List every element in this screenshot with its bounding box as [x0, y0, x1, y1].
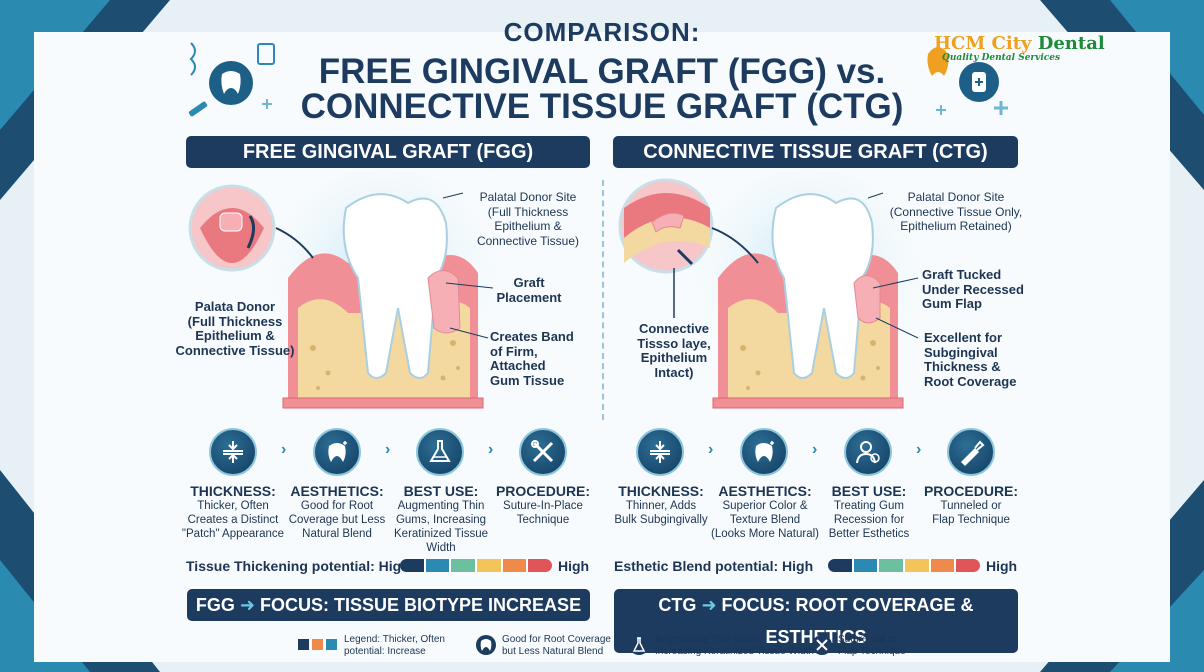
fgg-potential-end: High [558, 558, 590, 574]
legend-swatch-navy [298, 639, 309, 650]
tools-icon [519, 428, 567, 476]
section-divider [602, 180, 604, 420]
arrow-6: › [916, 441, 922, 458]
bar-seg [905, 559, 931, 572]
fgg-tooth-illustration [188, 168, 498, 409]
ctg-graft-tucked-label: Graft Tucked Under Recessed Gum Flap [922, 267, 1024, 311]
ctg-thickness-title: THICKNESS: [618, 483, 704, 499]
fgg-palata-donor-label: Palata Donor (Full Thickness Epithelium … [175, 299, 295, 358]
dental-decor-icons-right [927, 47, 1008, 115]
bar-seg [425, 559, 452, 572]
fgg-focus-text: FOCUS: TISSUE BIOTYPE INCREASE [260, 595, 582, 615]
fgg-focus-prefix: FGG [195, 595, 235, 615]
logo-tagline: Quality Dental Services [942, 53, 1061, 63]
bar-seg [879, 559, 906, 572]
fgg-aesthetics-title: AESTHETICS: [290, 483, 384, 499]
bar-seg [502, 559, 529, 572]
arrow-1: › [281, 441, 287, 458]
ctg-excellent-label: Excellent for Subgingival Thickness & Ro… [924, 330, 1017, 389]
ctg-thickness-desc: Thinner, Adds Bulk Subgingivally [614, 500, 708, 526]
compress-icon [209, 428, 257, 476]
fgg-graft-placement-label: Graft Placement [496, 275, 562, 305]
ctg-banner: CONNECTIVE TISSUE GRAFT (CTG) [613, 136, 1018, 168]
ctg-tooth-illustration [618, 168, 923, 409]
ctg-bestuse-desc: Treating Gum Recession for Better Esthet… [828, 500, 910, 540]
fgg-potential-bar [400, 559, 552, 572]
arrow-right-icon: ➜ [701, 595, 717, 615]
ctg-donor-site-text: Palatal Donor Site (Connective Tissue On… [889, 190, 1023, 233]
title-line2: FREE GINGIVAL GRAFT (FGG) vs. [318, 52, 886, 91]
legend-item-1: Legend: Thicker, Often potential: Increa… [344, 634, 445, 657]
ctg-procedure-title: PROCEDURE: [923, 483, 1019, 499]
bar-seg [930, 559, 957, 572]
arrow-2: › [385, 441, 391, 458]
title-line1: COMPARISON: [503, 17, 701, 47]
dental-decor-icons-left [188, 42, 275, 117]
ctg-potential-end: High [986, 558, 1018, 574]
ctg-aesthetics-title: AESTHETICS: [718, 483, 812, 499]
legend-swatch-orange [312, 639, 323, 650]
bar-seg [828, 559, 854, 572]
fgg-band-label: Creates Band of Firm, Attached Gum Tissu… [490, 329, 574, 388]
arrow-3: › [488, 441, 494, 458]
bar-seg [477, 559, 503, 572]
arrow-right-icon: ➜ [239, 595, 256, 615]
ctg-donor-site-label: Palatal Donor Site (Connective Tissue On… [876, 190, 1036, 234]
fgg-aesthetics-desc: Good for Root Coverage but Less Natural … [288, 500, 386, 540]
bar-seg [400, 559, 426, 572]
fgg-focus-banner: FGG ➜ FOCUS: TISSUE BIOTYPE INCREASE [187, 589, 590, 621]
fgg-potential-label: Tissue Thickening potential: High [186, 558, 410, 574]
tooth-sparkle-icon [313, 428, 361, 476]
arrow-5: › [812, 441, 818, 458]
bar-seg [451, 559, 478, 572]
legend-tools-icon [812, 635, 832, 655]
ctg-procedure-desc: Tunneled or Flap Technique [932, 500, 1010, 526]
legend-swatch-blue [326, 639, 337, 650]
ctg-potential-bar [828, 559, 980, 572]
legend-item-2: Good for Root Coverage but Less Natural … [502, 634, 611, 657]
ctg-bestuse-title: BEST USE: [831, 483, 907, 499]
ctg-connective-label: Connective Tissso laye, Epithelium Intac… [637, 321, 711, 380]
bar-seg [853, 559, 880, 572]
fgg-bestuse-title: BEST USE: [403, 483, 479, 499]
flask-icon [416, 428, 464, 476]
ctg-aesthetics-desc: Superior Color & Texture Blend (Looks Mo… [710, 500, 819, 540]
dentist-icon [844, 428, 892, 476]
fgg-banner: FREE GINGIVAL GRAFT (FGG) [186, 136, 590, 168]
tooth-sparkle-icon [740, 428, 788, 476]
arrow-4: › [708, 441, 714, 458]
fgg-thickness-desc: Thicker, Often Creates a Distinct "Patch… [181, 500, 285, 540]
legend-item-4: Suture-Ind or Flap Technique [838, 634, 906, 657]
fgg-bestuse-desc: Augmenting Thin Gums, Increasing Keratin… [394, 500, 488, 554]
bar-seg [956, 559, 980, 572]
scalpel-icon [947, 428, 995, 476]
ctg-focus-prefix: CTG [658, 595, 697, 615]
legend-flask-icon [629, 635, 649, 655]
legend-item-3: Augmenting Thin Gums, Increasing Keratin… [655, 634, 814, 657]
fgg-thickness-title: THICKNESS: [190, 483, 276, 499]
fgg-procedure-title: PROCEDURE: [495, 483, 591, 499]
fgg-procedure-desc: Suture-In-Place Technique [503, 500, 583, 526]
fgg-donor-site-text: Palatal Donor Site (Full Thickness Epith… [476, 190, 580, 248]
bar-seg [528, 559, 552, 572]
ctg-potential-label: Esthetic Blend potential: High [614, 558, 814, 574]
title-line3: CONNECTIVE TISSUE GRAFT (CTG) [300, 87, 904, 126]
logo-name: HCM City Dental [934, 33, 1105, 54]
compress-icon [636, 428, 684, 476]
legend-tooth-icon [476, 635, 496, 655]
fgg-donor-site-label: Palatal Donor Site (Full Thickness Epith… [458, 190, 598, 248]
